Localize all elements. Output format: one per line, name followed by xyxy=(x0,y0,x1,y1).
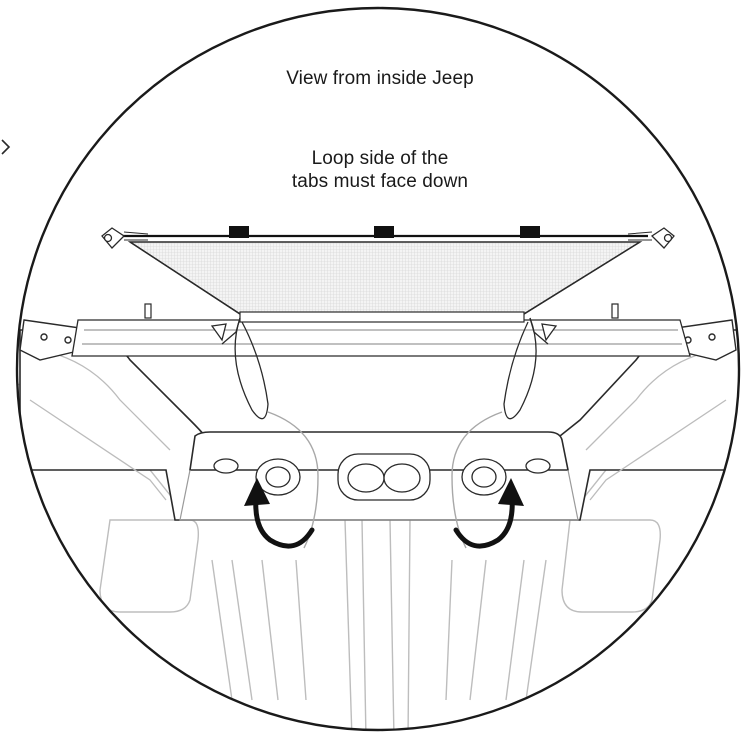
view-caption: View from inside Jeep xyxy=(286,68,474,89)
velcro-tab-left xyxy=(229,226,249,238)
offpage-connector-mark xyxy=(1,139,11,155)
velcro-tab-center xyxy=(374,226,394,238)
loop-instruction-line-2: tabs must face down xyxy=(291,171,469,192)
left-speaker xyxy=(213,458,301,496)
right-strap-loop xyxy=(503,317,558,420)
loop-instruction-caption: Loop side of the tabs must face down xyxy=(230,147,530,193)
right-wrap-guide xyxy=(451,411,503,549)
right-end-hook xyxy=(627,227,675,249)
mesh-left-edge xyxy=(129,241,241,315)
right-speaker xyxy=(461,458,551,496)
velcro-tab-right xyxy=(520,226,540,238)
loop-instruction-line-1: Loop side of the xyxy=(311,148,449,169)
detail-callout-circle xyxy=(15,6,741,732)
mesh-net xyxy=(127,241,643,315)
left-bracket xyxy=(19,319,83,361)
left-curved-arrow xyxy=(244,478,315,549)
right-curved-arrow xyxy=(453,478,524,549)
right-bracket xyxy=(673,319,737,361)
center-bar-underside xyxy=(179,469,579,521)
mesh-right-edge xyxy=(523,241,641,315)
mesh-bottom-band xyxy=(239,311,525,323)
dome-light-housing xyxy=(337,453,431,501)
left-end-hook xyxy=(101,227,149,249)
circle-contents xyxy=(17,226,739,730)
rail-posts xyxy=(144,303,619,319)
left-strap-loop xyxy=(210,317,269,420)
